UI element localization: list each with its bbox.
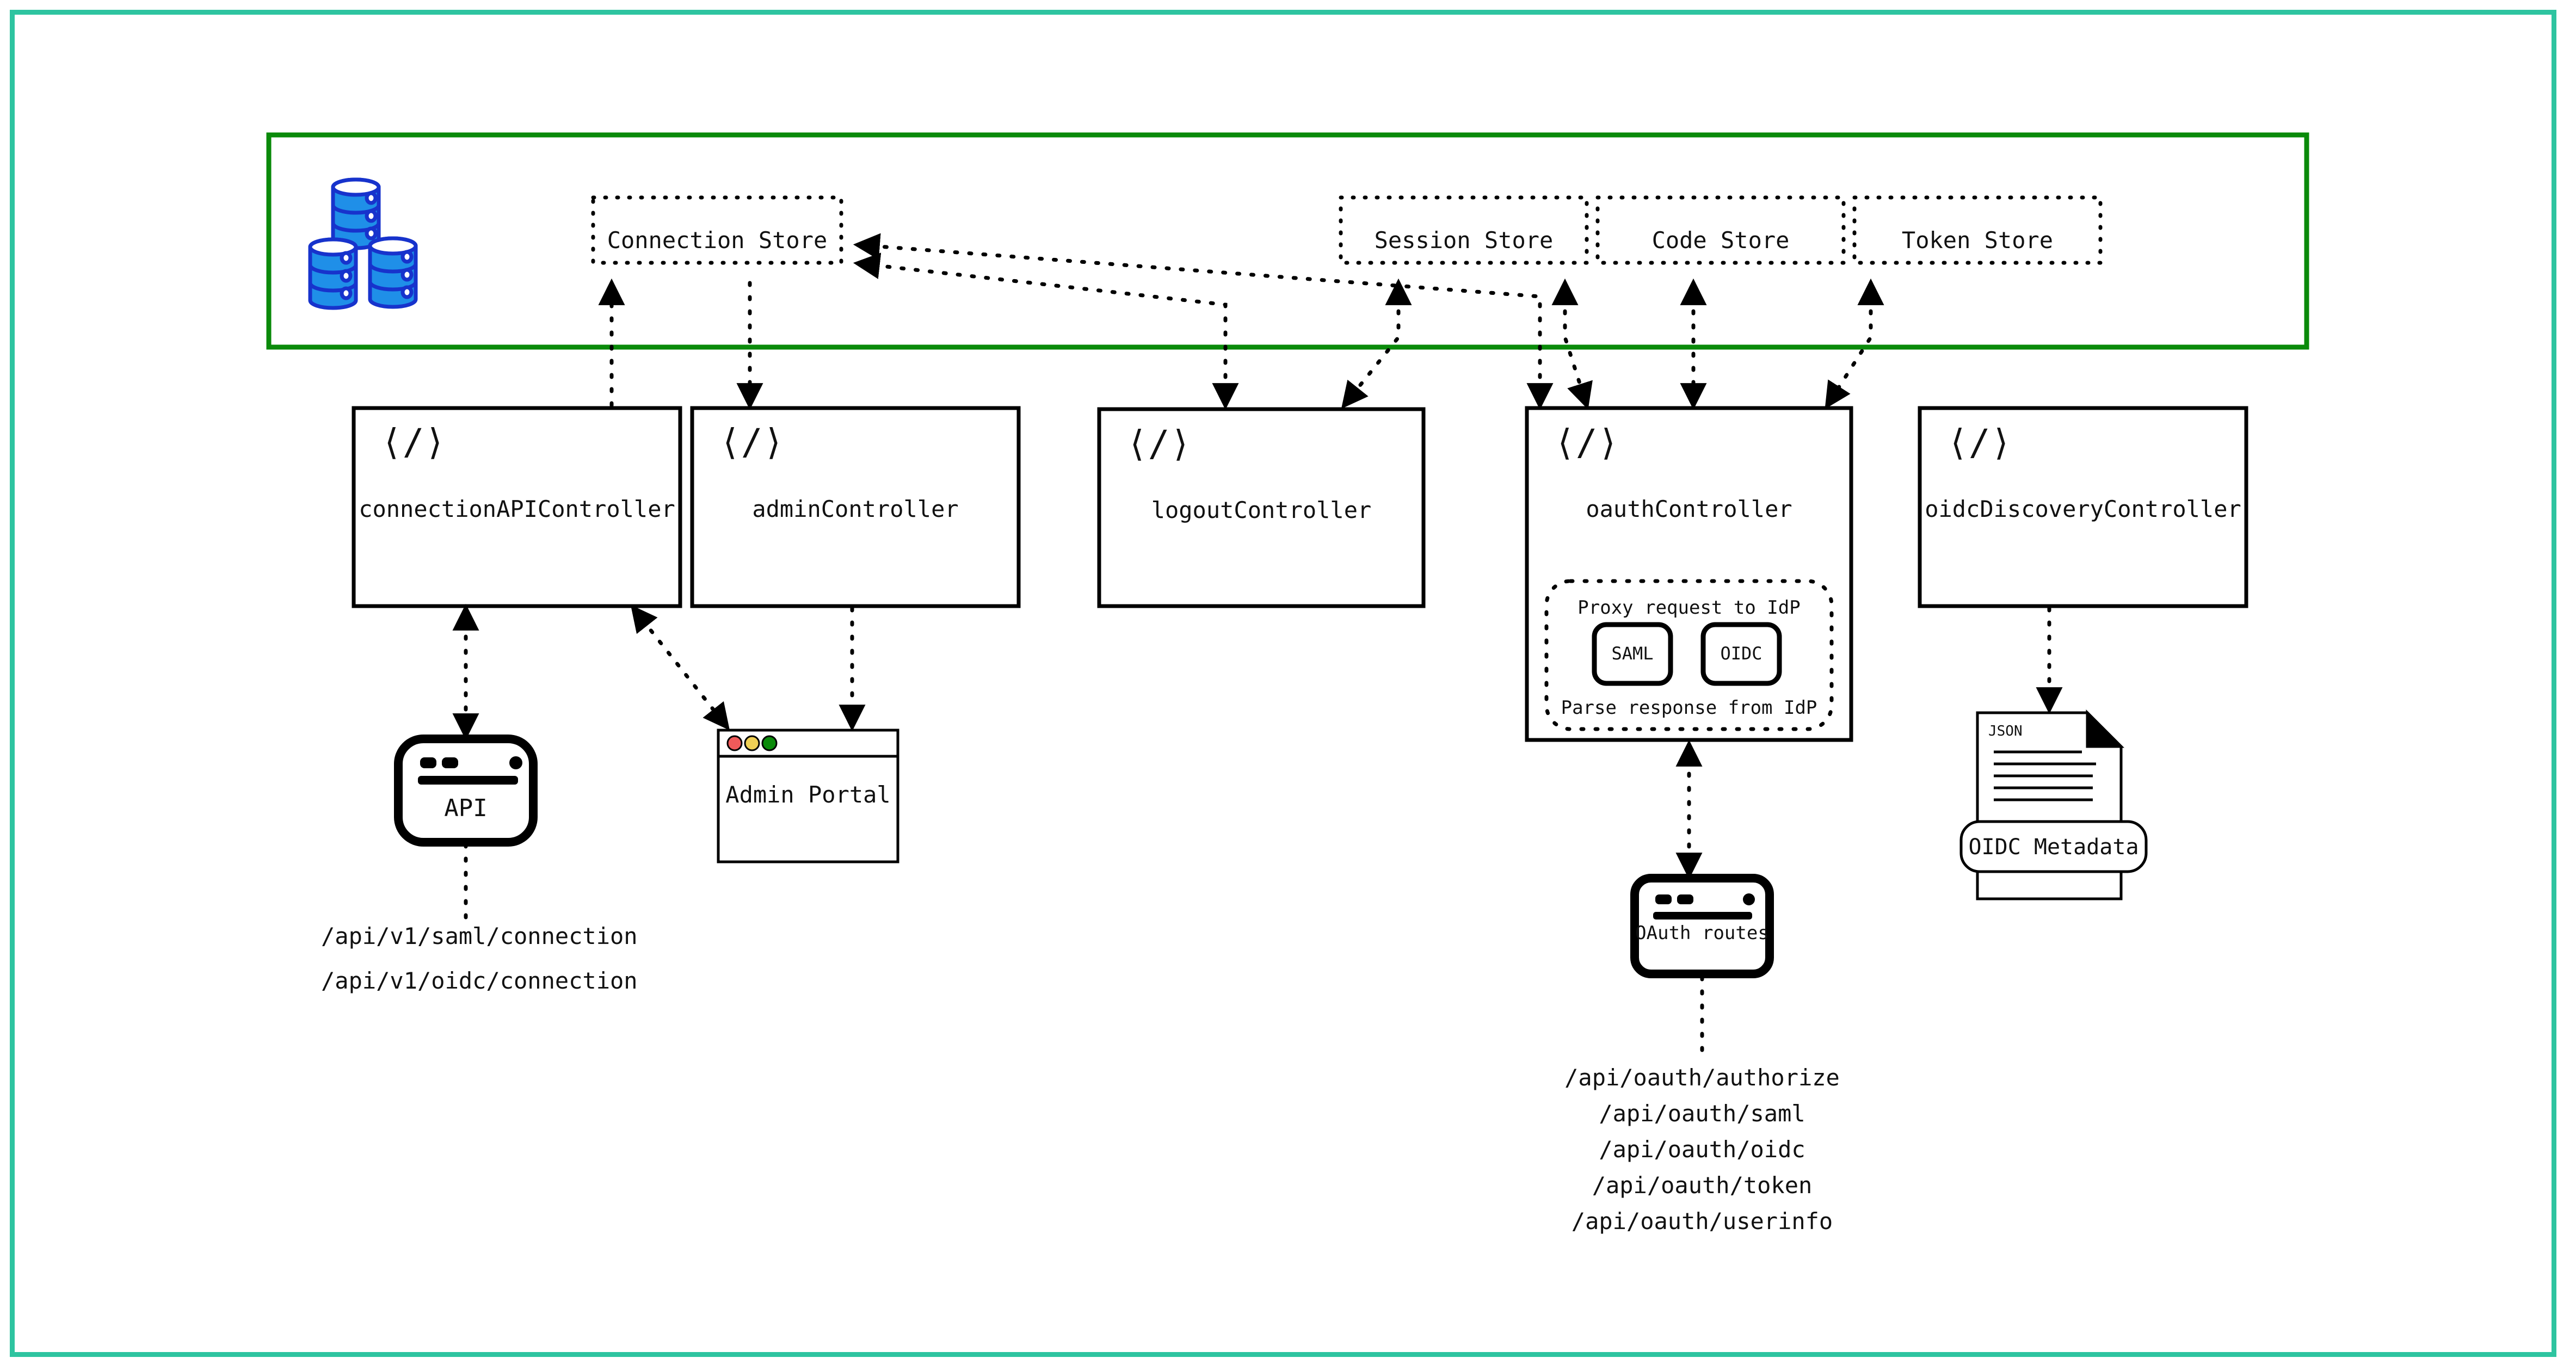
- device-dot-icon: [442, 757, 458, 768]
- client-oauth-routes[interactable]: OAuth routes: [1630, 874, 1774, 978]
- edge-tokenstore-oauth: [1825, 278, 1884, 409]
- close-dot-icon[interactable]: [726, 735, 743, 751]
- controller-label: adminController: [752, 496, 958, 522]
- endpoint-item: /api/oauth/authorize: [1564, 1064, 1840, 1091]
- oauth-idp-proxy-group: Proxy request to IdP SAML OIDC Parse res…: [1544, 579, 1834, 731]
- titlebar: [717, 729, 899, 758]
- device-dot-icon: [420, 757, 436, 768]
- store-token[interactable]: Token Store: [1852, 195, 2103, 265]
- store-token-label: Token Store: [1902, 227, 2053, 254]
- store-connection[interactable]: Connection Store: [591, 195, 843, 265]
- store-session-label: Session Store: [1375, 227, 1554, 254]
- edge-admincontroller-adminportal: [630, 604, 730, 731]
- client-oidc-metadata-label: OIDC Metadata: [1968, 835, 2139, 860]
- document-lines: [1994, 750, 2096, 801]
- controller-client-edges: [452, 603, 2063, 880]
- device-dot-icon: [1743, 893, 1755, 905]
- client-api-label: API: [444, 794, 487, 822]
- store-controller-edges: [598, 233, 1884, 410]
- endpoint-leader-lines: [464, 842, 1704, 1052]
- controller-label: oauthController: [1586, 496, 1792, 522]
- edge-logout-connstore: [853, 252, 1239, 410]
- client-admin-portal-label: Admin Portal: [725, 781, 890, 808]
- edge-sessionstore-oauth: [1551, 278, 1593, 410]
- protocol-saml[interactable]: SAML: [1592, 622, 1673, 686]
- protocol-oidc-label: OIDC: [1720, 643, 1762, 664]
- endpoint-item: /api/oauth/oidc: [1599, 1136, 1805, 1163]
- store-connection-label: Connection Store: [607, 227, 828, 254]
- client-oauth-routes-label: OAuth routes: [1635, 922, 1769, 944]
- device-dot-icon: [1655, 894, 1672, 904]
- controller-label: oidcDiscoveryController: [1925, 496, 2241, 522]
- controller-oidcdiscoverycontroller[interactable]: ⟨/⟩ oidcDiscoveryController: [1918, 406, 2248, 608]
- device-bar-icon: [1653, 912, 1752, 919]
- endpoint-item: /api/oauth/saml: [1599, 1100, 1805, 1127]
- device-dot-icon: [1677, 894, 1693, 904]
- document-fold-icon: [2086, 709, 2125, 748]
- controller-label: logoutController: [1151, 497, 1372, 523]
- code-icon: ⟨/⟩: [1554, 422, 1619, 464]
- parse-response-label: Parse response from IdP: [1561, 697, 1817, 719]
- code-icon: ⟨/⟩: [719, 421, 784, 463]
- controller-admincontroller[interactable]: ⟨/⟩ adminController: [690, 406, 1021, 608]
- device-bar-icon: [418, 776, 518, 785]
- endpoint-item: /api/oauth/token: [1592, 1172, 1813, 1199]
- controller-label: connectionAPIController: [359, 496, 675, 522]
- endpoints-oauth: /api/oauth/authorize /api/oauth/saml /ap…: [1564, 1064, 1840, 1235]
- endpoint-item: /api/v1/saml/connection: [321, 923, 638, 949]
- client-oidc-metadata[interactable]: JSON OIDC Metadata: [1959, 709, 2148, 900]
- endpoint-item: /api/oauth/userinfo: [1572, 1208, 1833, 1235]
- client-api[interactable]: API: [394, 735, 538, 847]
- protocol-saml-label: SAML: [1611, 643, 1653, 664]
- document-filetype-label: JSON: [1988, 723, 2023, 739]
- edge-oauth-connstore: [853, 233, 1554, 410]
- store-code-label: Code Store: [1652, 227, 1790, 254]
- edge-sessionstore-logout: [1341, 278, 1412, 409]
- protocol-oidc[interactable]: OIDC: [1700, 622, 1782, 686]
- store-session[interactable]: Session Store: [1339, 195, 1589, 265]
- endpoints-connection-api: /api/v1/saml/connection /api/v1/oidc/con…: [321, 923, 638, 994]
- controller-connectionapicontroller[interactable]: ⟨/⟩ connectionAPIController: [352, 406, 682, 608]
- device-dot-icon: [509, 756, 522, 769]
- store-code[interactable]: Code Store: [1595, 195, 1846, 265]
- database-stack-icon: [308, 177, 418, 310]
- client-admin-portal[interactable]: Admin Portal: [717, 729, 899, 863]
- controller-logoutcontroller[interactable]: ⟨/⟩ logoutController: [1097, 407, 1426, 608]
- controller-oauthcontroller[interactable]: ⟨/⟩ oauthController Proxy request to IdP…: [1525, 406, 1853, 742]
- code-icon: ⟨/⟩: [1947, 422, 2012, 464]
- code-icon: ⟨/⟩: [381, 421, 446, 463]
- minimize-dot-icon[interactable]: [744, 735, 760, 751]
- maximize-dot-icon[interactable]: [761, 735, 778, 751]
- endpoint-item: /api/v1/oidc/connection: [321, 967, 638, 994]
- code-icon: ⟨/⟩: [1126, 423, 1191, 465]
- proxy-request-label: Proxy request to IdP: [1577, 597, 1800, 619]
